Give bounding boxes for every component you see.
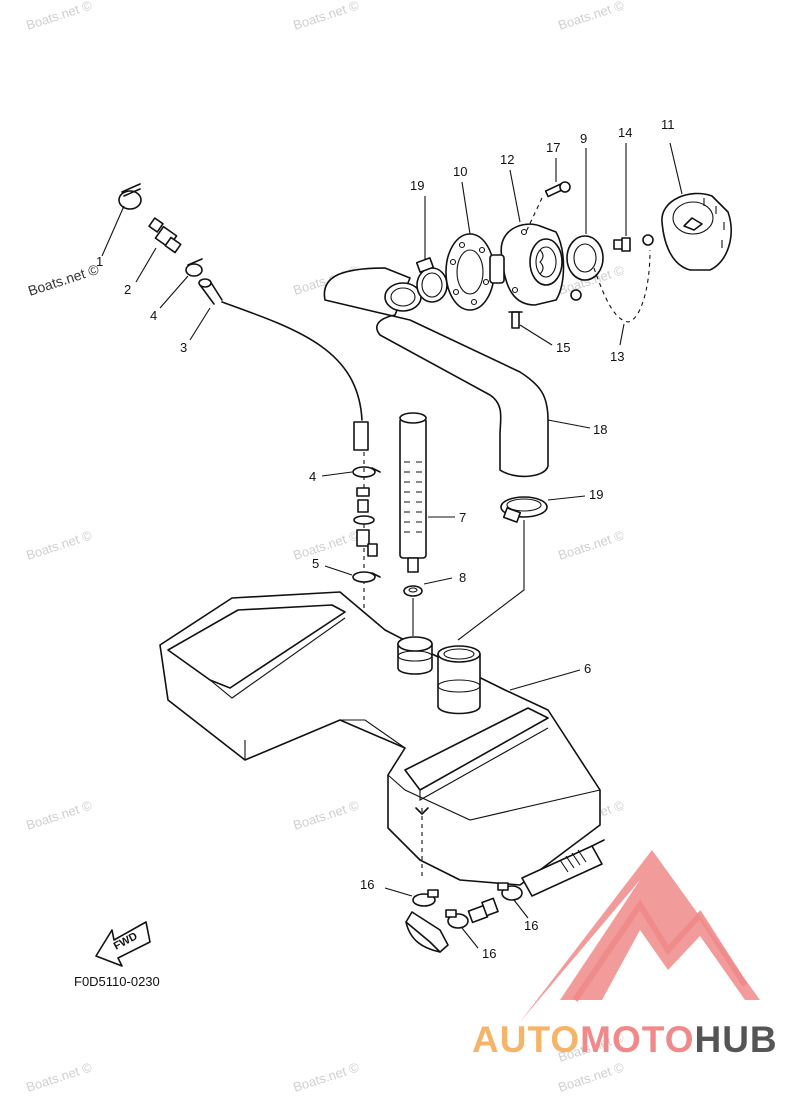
part-12-filler-neck xyxy=(489,223,565,306)
leader-line xyxy=(619,323,625,346)
leader-line xyxy=(547,495,586,501)
callout-12: 12 xyxy=(500,152,514,167)
part-9-gasket xyxy=(566,235,604,281)
leader-line xyxy=(461,181,471,235)
part-16-clamp-right xyxy=(497,882,523,901)
part-1-clip xyxy=(118,183,142,210)
callout-19-upper: 19 xyxy=(410,178,424,193)
callout-4-upper: 4 xyxy=(150,308,157,323)
part-18-filler-hose xyxy=(323,267,549,478)
chain-ring xyxy=(642,234,654,246)
watermark: Boats.net © xyxy=(291,797,361,832)
logo-triangle-icon xyxy=(520,850,760,1022)
callout-8: 8 xyxy=(459,570,466,585)
watermark: Boats.net © xyxy=(24,1059,94,1094)
callout-6: 6 xyxy=(584,661,591,676)
callout-19-lower: 19 xyxy=(589,487,603,502)
callout-9: 9 xyxy=(580,131,587,146)
callout-16-right: 16 xyxy=(524,918,538,933)
part-7-fuel-filter xyxy=(399,412,427,573)
callout-15: 15 xyxy=(556,340,570,355)
callout-4-lower: 4 xyxy=(309,469,316,484)
logo-text-hub: HUB xyxy=(694,1019,777,1060)
part-4-clamp-upper xyxy=(185,258,203,277)
part-4-clamp-lower xyxy=(352,466,381,478)
part-6-fuel-tank xyxy=(159,591,601,886)
watermark: Boats.net © xyxy=(291,1059,361,1094)
part-8-grommet xyxy=(403,585,423,597)
fwd-arrow-icon: FWD xyxy=(95,921,151,967)
part-5-clamp xyxy=(352,571,381,583)
drain-fitting xyxy=(467,897,499,924)
leader-line xyxy=(423,577,453,585)
leader-line xyxy=(461,927,479,949)
callout-13: 13 xyxy=(610,349,624,364)
part-14-screw xyxy=(613,237,631,252)
assembly-guide-line xyxy=(525,197,543,233)
figure-code: F0D5110-0230 xyxy=(74,974,160,989)
logo-text-moto: MOTO xyxy=(580,1019,694,1060)
callout-7: 7 xyxy=(459,510,466,525)
watermark: Boats.net © xyxy=(291,527,361,562)
leader-line xyxy=(547,419,591,429)
callout-11: 11 xyxy=(661,117,675,132)
automotohub-logo: AUTOMOTOHUB xyxy=(472,850,778,1060)
watermark: Boats.net © xyxy=(24,797,94,832)
watermark: Boats.net © xyxy=(24,527,94,562)
tank-filter-port xyxy=(397,636,433,675)
hose-joint-parts xyxy=(353,487,378,557)
watermark: Boats.net © xyxy=(24,0,94,33)
part-17-screw xyxy=(544,181,571,198)
part-19-clamp-lower xyxy=(500,496,548,523)
callout-2: 2 xyxy=(124,282,131,297)
callout-1: 1 xyxy=(96,254,103,269)
vent-hose xyxy=(521,839,605,897)
watermark: Boats.net © xyxy=(556,527,626,562)
callout-10: 10 xyxy=(453,164,467,179)
callout-18: 18 xyxy=(593,422,607,437)
tank-filler-port xyxy=(437,645,481,715)
callout-16-left: 16 xyxy=(360,877,374,892)
leader-line xyxy=(513,899,529,919)
leader-line xyxy=(519,324,553,346)
part-19-clamp-upper xyxy=(415,257,448,303)
part-16-clamp-left xyxy=(412,889,439,907)
watermark: Boats.net © xyxy=(291,0,361,33)
watermark: Boats.net © xyxy=(556,0,626,33)
part-16-clamp-middle xyxy=(445,909,469,929)
callout-17: 17 xyxy=(546,140,560,155)
leader-line xyxy=(509,669,581,691)
callout-16-middle: 16 xyxy=(482,946,496,961)
callout-3: 3 xyxy=(180,340,187,355)
part-10-gasket xyxy=(445,233,495,311)
leader-line xyxy=(509,169,521,223)
callout-5: 5 xyxy=(312,556,319,571)
part-13-cap-chain xyxy=(570,249,651,323)
leader-line xyxy=(669,142,683,195)
watermark: Boats.net © xyxy=(556,1059,626,1094)
logo-triangle-inner-icon xyxy=(572,899,748,1002)
drain-marker xyxy=(415,807,429,815)
drain-hose-elbow xyxy=(405,911,449,953)
callout-14: 14 xyxy=(618,125,632,140)
watermark-primary: Boats.net © xyxy=(26,261,101,299)
part-15-screw xyxy=(508,311,523,329)
part-3-fuel-hose xyxy=(198,278,369,451)
part-11-fuel-cap xyxy=(661,192,732,271)
callout-labels: 1 2 3 4 4 5 6 7 8 9 10 11 12 13 14 15 16… xyxy=(96,117,675,961)
part-2-fitting xyxy=(148,217,182,254)
leader-line xyxy=(384,887,413,897)
svg-text:AUTOMOTOHUB: AUTOMOTOHUB xyxy=(472,1019,778,1060)
assembly-guide-line xyxy=(457,520,525,641)
logo-text-auto: AUTO xyxy=(472,1019,580,1060)
